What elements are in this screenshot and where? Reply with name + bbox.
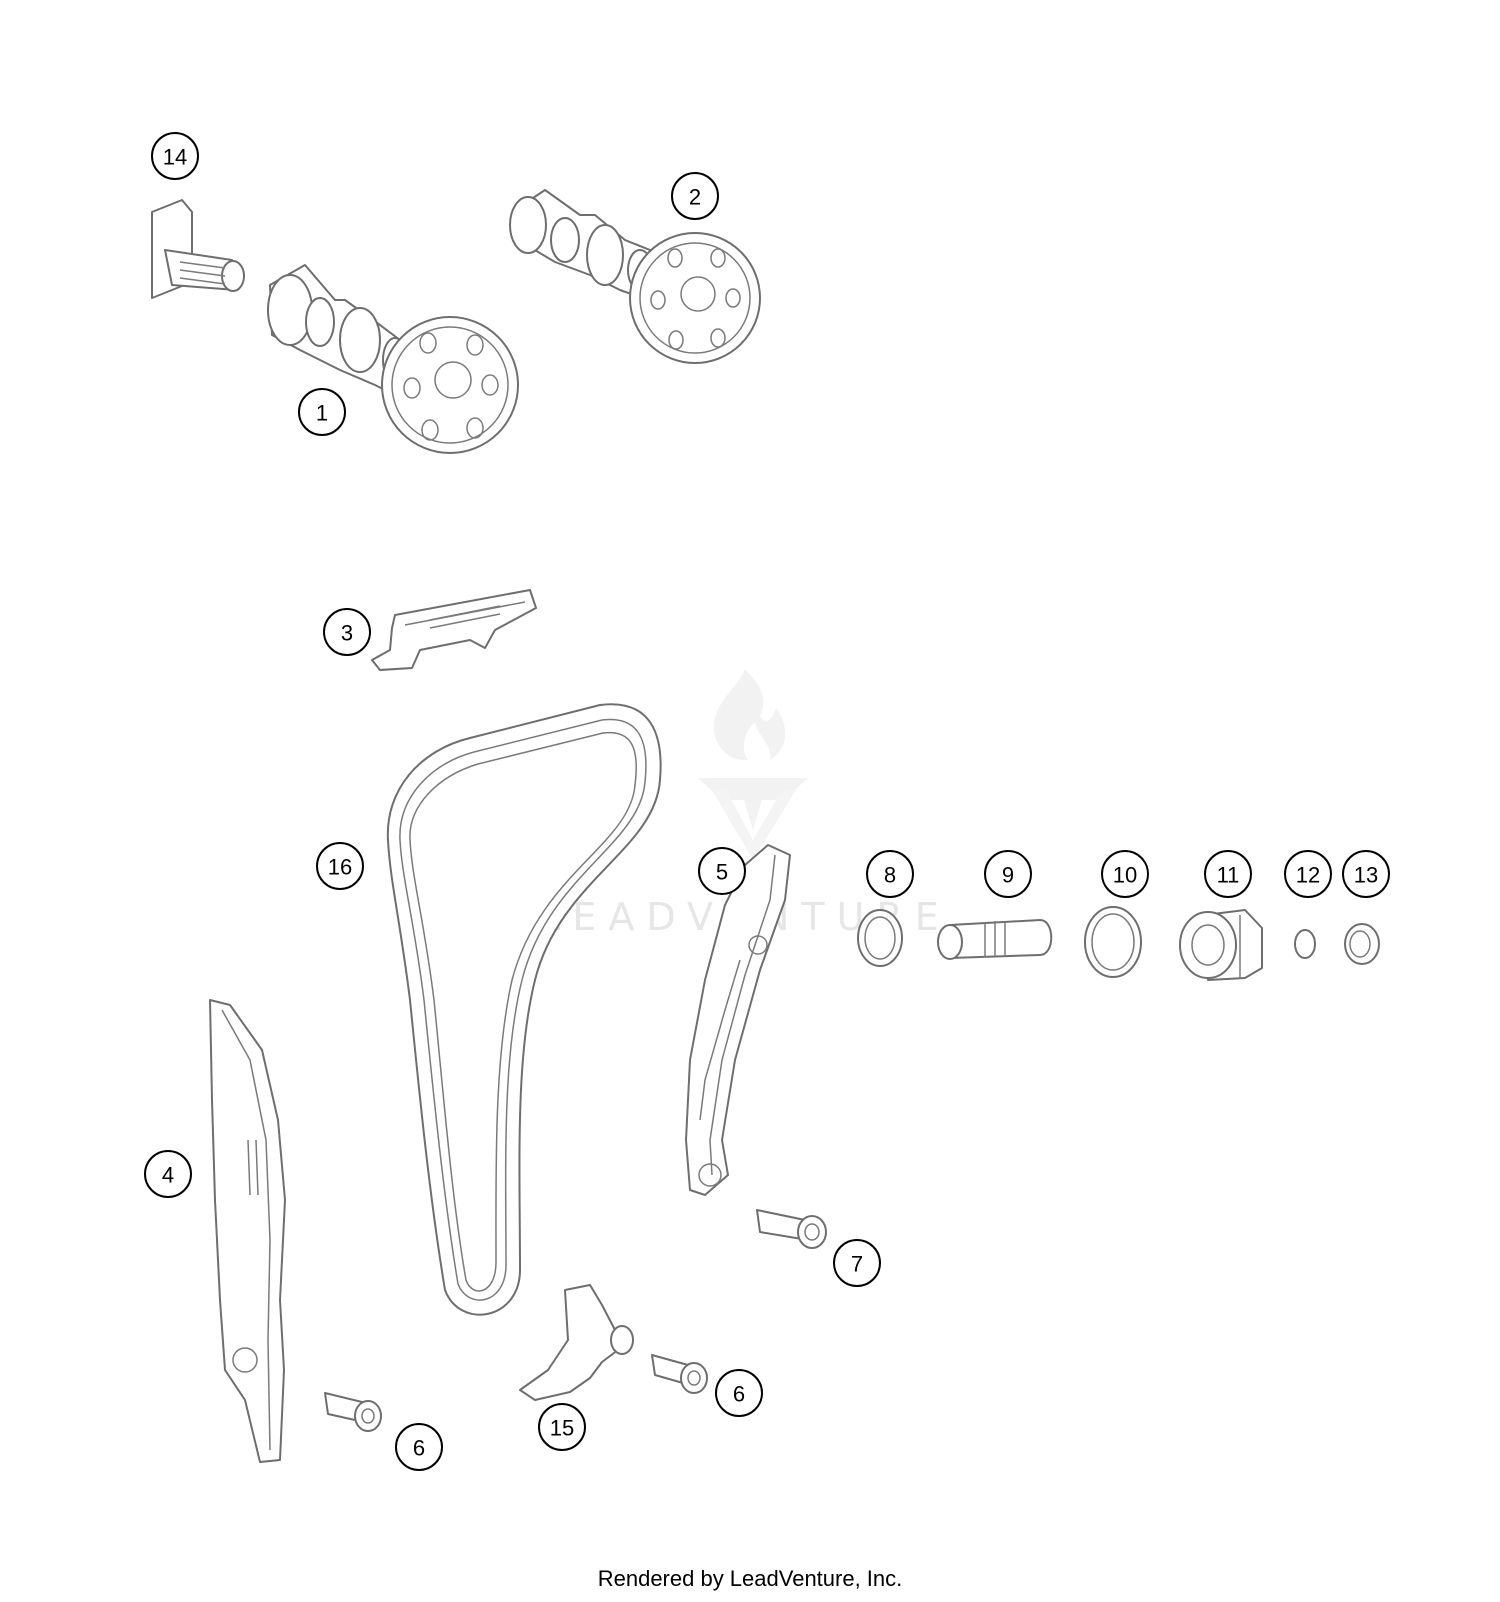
rendered-by-footer: Rendered by LeadVenture, Inc. [597,1566,903,1591]
part-7-bolt[interactable] [756,1209,827,1249]
leadventure-flame-v-logo [698,670,808,860]
part-3-guide-rail[interactable] [371,589,537,671]
part-15-guide-piece[interactable] [519,1284,634,1401]
callout-9[interactable]: 9 [984,850,1032,898]
part-6-bolt-right[interactable] [651,1354,708,1394]
callout-12[interactable]: 12 [1284,850,1332,898]
callout-label: 12 [1296,863,1320,888]
part-6-bolt-left[interactable] [324,1392,382,1432]
callout-5[interactable]: 5 [698,847,746,895]
callout-label: 9 [1002,863,1014,888]
callout-13[interactable]: 13 [1342,850,1390,898]
part-11-tensioner-housing[interactable] [1179,909,1263,981]
callout-2[interactable]: 2 [671,172,719,220]
callout-label: 15 [550,1416,574,1441]
callout-3[interactable]: 3 [323,608,371,656]
part-13-plug[interactable] [1344,923,1380,965]
callout-label: 13 [1354,863,1378,888]
callout-14[interactable]: 14 [151,132,199,180]
callout-label: 6 [413,1436,425,1461]
callout-label: 7 [851,1252,863,1277]
part-5-tensioner-rail[interactable] [685,844,791,1196]
callout-6-left[interactable]: 6 [395,1423,443,1471]
part-9-tensioner-piston[interactable] [937,919,1053,960]
part-10-o-ring[interactable] [1084,906,1142,978]
callout-label: 16 [328,855,352,880]
callout-16[interactable]: 16 [316,842,364,890]
callout-label: 6 [733,1382,745,1407]
part-8-seal-ring[interactable] [857,909,903,967]
part-2-camshaft[interactable] [509,189,761,364]
callout-label: 10 [1113,863,1137,888]
callout-4[interactable]: 4 [144,1150,192,1198]
part-4-guide-rail[interactable] [209,999,286,1463]
callout-7[interactable]: 7 [833,1239,881,1287]
callout-label: 14 [163,145,187,170]
callout-label: 3 [341,621,353,646]
callout-label: 4 [162,1163,174,1188]
callout-10[interactable]: 10 [1101,850,1149,898]
callout-15[interactable]: 15 [538,1403,586,1451]
part-16-timing-chain[interactable] [386,703,662,1316]
callout-label: 1 [316,401,328,426]
callout-11[interactable]: 11 [1204,850,1252,898]
part-12-small-o-ring[interactable] [1294,929,1316,959]
callout-label: 11 [1217,863,1240,888]
part-1-camshaft[interactable] [267,264,519,454]
callout-label: 5 [716,860,728,885]
callout-label: 8 [884,863,896,888]
callout-label: 2 [689,185,701,210]
callout-6-right[interactable]: 6 [715,1369,763,1417]
callout-8[interactable]: 8 [866,850,914,898]
part-14-sensor[interactable] [151,199,245,299]
callout-1[interactable]: 1 [298,388,346,436]
